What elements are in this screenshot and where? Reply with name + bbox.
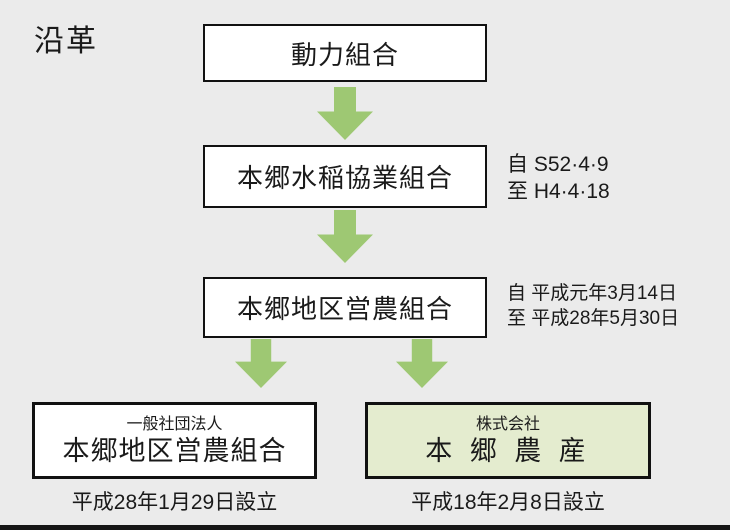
down-arrow-icon (317, 87, 373, 140)
flow-box-label: 本郷地区営農組合 (236, 294, 453, 324)
down-arrow-icon (235, 339, 287, 388)
period-to: 至 H4·4·18 (507, 180, 610, 203)
flow-box-incorporated-association: 一般社団法人 本郷地区営農組合 (32, 402, 317, 479)
flow-box-hongo-nosan-corporation: 株式会社 本 郷 農 産 (365, 402, 651, 479)
period-to: 至 平成28年5月30日 (507, 308, 680, 329)
page-title: 沿革 (34, 25, 98, 58)
down-arrow-icon (317, 210, 373, 263)
flow-box-label: 動力組合 (290, 39, 399, 70)
flow-box-rice-cooperative: 本郷水稲協業組合 (203, 145, 487, 208)
org-name-label: 本 郷 農 産 (425, 435, 591, 466)
flow-box-district-farming-union: 本郷地区営農組合 (203, 277, 487, 338)
period-from: 自 平成元年3月14日 (507, 283, 677, 304)
established-date-right: 平成18年2月8日設立 (411, 491, 605, 514)
flow-box-power-union: 動力組合 (203, 24, 487, 82)
down-arrow-icon (396, 339, 448, 388)
org-type-label: 一般社団法人 (126, 415, 223, 433)
bottom-edge-divider (0, 525, 730, 530)
period-from: 自 S52·4·9 (507, 153, 609, 176)
established-date-left: 平成28年1月29日設立 (71, 491, 278, 514)
period-annotation-node2: 自 S52·4·9 至 H4·4·18 (507, 151, 610, 205)
period-annotation-node3: 自 平成元年3月14日 至 平成28年5月30日 (507, 281, 679, 331)
flow-box-label: 本郷水稲協業組合 (236, 163, 453, 193)
org-name-label: 本郷地区営農組合 (62, 435, 287, 466)
org-type-label: 株式会社 (475, 415, 540, 433)
